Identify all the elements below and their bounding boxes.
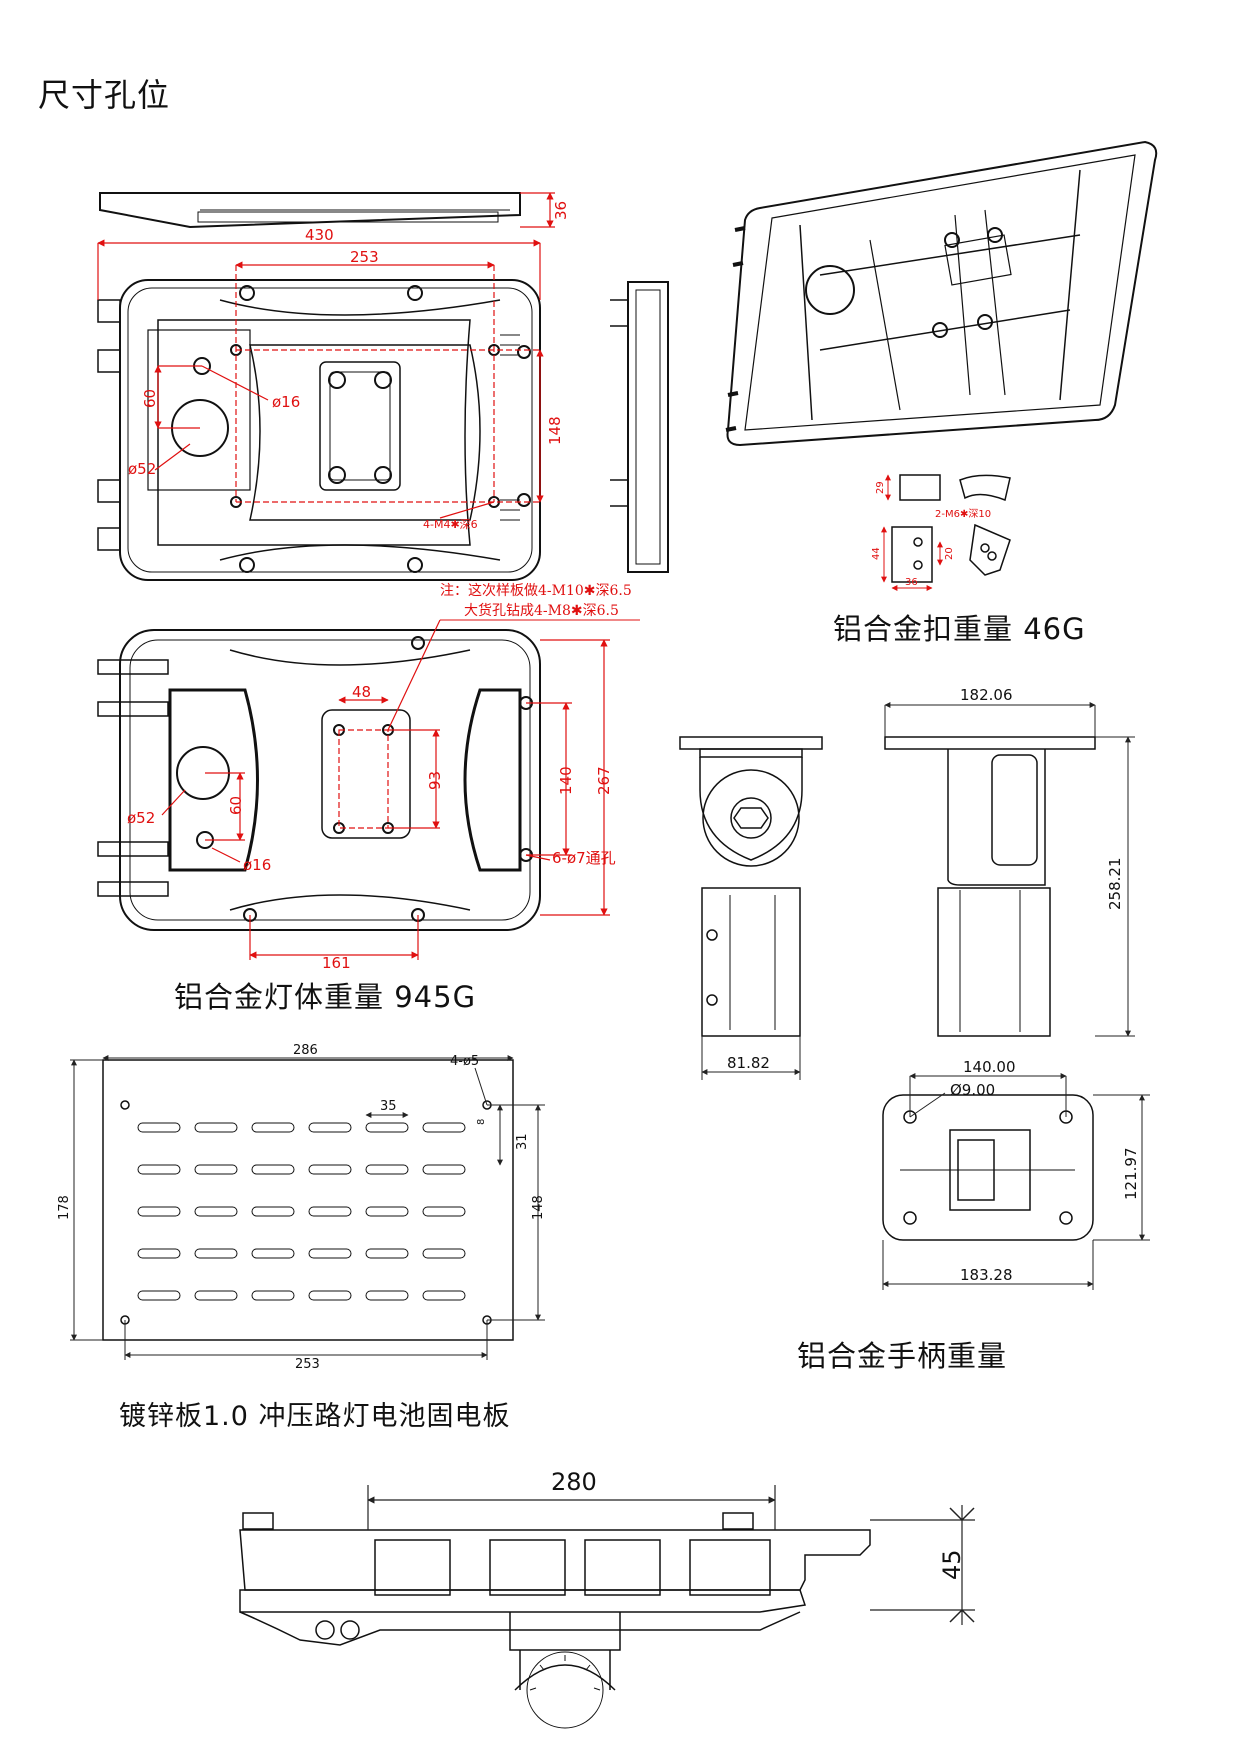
handle-plan-view xyxy=(882,1094,1094,1241)
dim-d52b: ø52 xyxy=(127,809,155,827)
side-assembly-dim-labels: 280 45 xyxy=(551,1468,966,1580)
dim-140: 140 xyxy=(557,766,575,795)
dim-35: 35 xyxy=(380,1099,397,1114)
plate-dim-labels: 286 4-ø5 35 8 31 148 178 253 xyxy=(57,1043,546,1372)
dim-36c: 36 xyxy=(905,577,918,588)
caption-clip: 铝合金扣重量 46G xyxy=(833,612,1086,646)
bottom-view-dimensions xyxy=(161,619,610,960)
dim-148p: 148 xyxy=(531,1195,546,1220)
lamp-body-isometric-view xyxy=(725,140,1158,447)
dim-267: 267 xyxy=(595,766,613,795)
clip-detail xyxy=(891,474,1011,583)
lamp-body-top-view xyxy=(97,192,541,581)
plate-slots xyxy=(137,1122,466,1301)
battery-plate xyxy=(102,1059,514,1341)
handle-dimensions xyxy=(701,702,1150,1290)
dim-286: 286 xyxy=(293,1043,318,1058)
top-view-dimensions xyxy=(97,192,555,519)
dim-29: 29 xyxy=(875,481,886,494)
bottom-view-dim-labels: 48 93 140 267 60 ø52 ø16 6-ø7通孔 161 xyxy=(127,683,616,972)
dim-60: 60 xyxy=(141,389,159,408)
dim-18206: 182.06 xyxy=(960,686,1013,704)
dim-430: 430 xyxy=(305,226,334,244)
side-assembly-dimensions xyxy=(367,1485,975,1625)
page-title: 尺寸孔位 xyxy=(38,76,171,114)
dim-36: 36 xyxy=(552,201,570,220)
clip-dimensions xyxy=(881,474,943,591)
dim-60b: 60 xyxy=(227,796,245,815)
dim-holes: 6-ø7通孔 xyxy=(552,849,616,867)
dim-280: 280 xyxy=(551,1468,597,1496)
handle-front-view xyxy=(679,736,823,1037)
dim-m4: 4-M4✱深6 xyxy=(423,518,478,531)
dim-253p: 253 xyxy=(295,1357,320,1372)
dim-d16: ø16 xyxy=(272,393,300,411)
dim-45: 45 xyxy=(938,1549,966,1580)
dim-m6: 2-M6✱深10 xyxy=(935,508,991,520)
caption-lamp-body: 铝合金灯体重量 945G xyxy=(174,980,477,1014)
lamp-body-side-profile xyxy=(610,281,669,573)
handle-side-view xyxy=(884,736,1096,1037)
dim-25821: 258.21 xyxy=(1106,858,1124,911)
dim-18328: 183.28 xyxy=(960,1266,1013,1284)
dim-d52: ø52 xyxy=(128,460,156,478)
clip-dim-labels: 29 44 36 20 2-M6✱深10 xyxy=(871,481,991,588)
dim-8182: 81.82 xyxy=(727,1054,770,1072)
handle-dim-labels: 182.06 258.21 81.82 140.00 Ø9.00 121.97 … xyxy=(727,686,1140,1284)
dim-253: 253 xyxy=(350,248,379,266)
caption-handle: 铝合金手柄重量 xyxy=(797,1339,1008,1373)
note-line-1: 注：这次样板做4-M10✱深6.5 xyxy=(440,582,632,599)
dim-31: 31 xyxy=(515,1133,530,1150)
dim-12197: 121.97 xyxy=(1122,1148,1140,1201)
dim-d900: Ø9.00 xyxy=(950,1081,995,1099)
caption-plate: 镀锌板1.0 冲压路灯电池固电板 xyxy=(119,1401,511,1432)
note-line-2: 大货孔钻成4-M8✱深6.5 xyxy=(464,602,619,619)
dim-8: 8 xyxy=(476,1119,487,1125)
dim-161: 161 xyxy=(322,954,351,972)
notes: 注：这次样板做4-M10✱深6.5 大货孔钻成4-M8✱深6.5 xyxy=(440,582,640,621)
dial-ticks xyxy=(529,1655,601,1691)
dim-20: 20 xyxy=(944,547,955,560)
dim-93: 93 xyxy=(426,771,444,790)
dim-14000: 140.00 xyxy=(963,1058,1016,1076)
top-view-dim-labels: 36 430 253 148 60 ø16 ø52 4-M4✱深6 xyxy=(128,201,570,531)
plate-dimensions xyxy=(70,1055,545,1360)
dim-4d5: 4-ø5 xyxy=(450,1054,479,1069)
dim-148: 148 xyxy=(546,416,564,445)
lamp-body-bottom-view xyxy=(97,629,541,931)
dim-44: 44 xyxy=(871,547,882,560)
dim-178: 178 xyxy=(57,1195,72,1220)
side-assembly-view xyxy=(239,1512,871,1729)
dim-d16b: ø16 xyxy=(243,856,271,874)
dim-48: 48 xyxy=(352,683,371,701)
